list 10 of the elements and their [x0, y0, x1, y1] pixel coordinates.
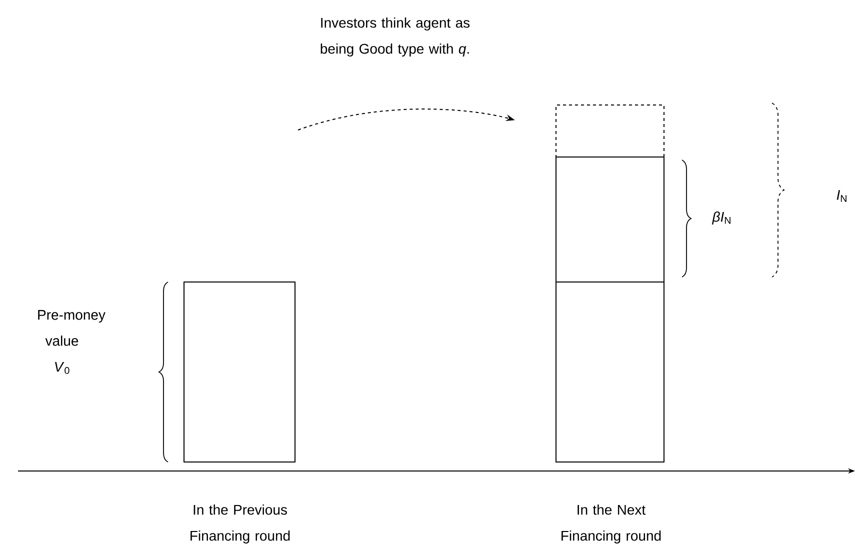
value-box [184, 282, 296, 462]
brace-label: Pre-money value V$_{0}$ [38, 310, 106, 374]
axis-label: In the Previous Financing round [190, 504, 290, 544]
brace-label: I$_{N}$ [836, 190, 846, 202]
brace-label: βI$_{N}$ [712, 211, 730, 225]
axis-label: In the Next Financing round [562, 504, 661, 544]
dashed-box [556, 104, 664, 158]
note-text: Investors think agent as being Good type with q. [320, 17, 470, 57]
value-box [556, 282, 664, 462]
value-box [556, 156, 664, 282]
